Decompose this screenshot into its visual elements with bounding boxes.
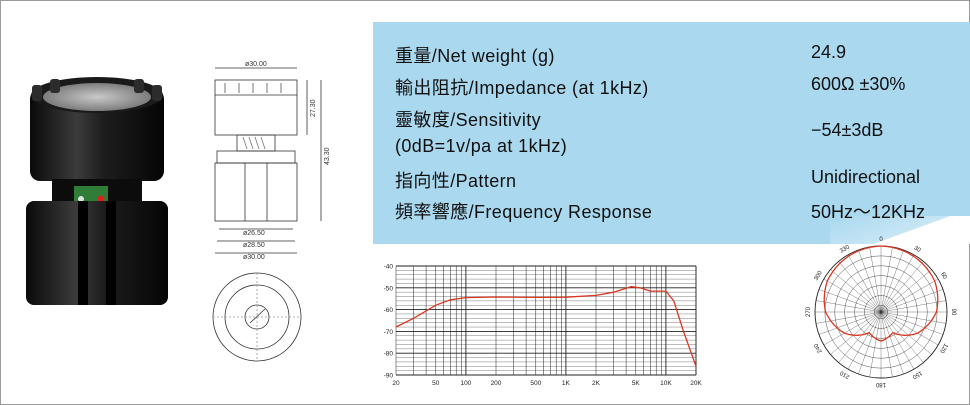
polar-spoke <box>880 261 924 313</box>
y-tick-label: -60 <box>384 307 394 314</box>
spec-label-frequency: 頻率響應/Frequency Response <box>395 202 653 222</box>
spec-value-frequency: 50Hz～12KHz <box>811 202 926 222</box>
spec-label-sensitivity: 靈敏度/Sensitivity <box>395 110 542 130</box>
polar-angle-label: 270 <box>806 306 812 317</box>
polar-spoke <box>815 300 882 313</box>
polar-spoke <box>815 311 882 324</box>
polar-response-curve <box>823 245 939 342</box>
y-tick-label: -50 <box>384 285 394 292</box>
polar-spoke <box>830 311 882 355</box>
y-tick-label: -80 <box>384 351 394 358</box>
polar-spoke <box>858 311 882 375</box>
dimension-drawings: ø30.00 27.30 43.30 ø26.50 ø28.50 ø30.00 <box>195 55 360 365</box>
polar-angle-label: 90 <box>950 309 956 316</box>
polar-spoke <box>880 311 904 375</box>
polar-spoke <box>880 289 944 313</box>
spec-value-pattern: Unidirectional <box>811 167 921 187</box>
polar-spoke <box>858 249 882 313</box>
x-tick-label: 20 <box>392 380 400 387</box>
y-tick-label: -70 <box>384 329 394 336</box>
polar-spoke <box>880 311 893 378</box>
spec-label-sensitivity-note: (0dB=1v/pa at 1kHz) <box>395 136 568 156</box>
polar-spoke <box>847 254 882 313</box>
x-tick-label: 500 <box>530 380 541 387</box>
x-tick-label: 20K <box>690 380 702 387</box>
polar-spoke <box>880 246 893 313</box>
polar-angle-label: 0 <box>879 237 883 243</box>
spec-label-pattern: 指向性/Pattern <box>395 171 517 191</box>
polar-angle-label: 240 <box>813 342 824 354</box>
polar-spoke <box>869 246 882 313</box>
polar-spoke <box>880 254 915 313</box>
microphone-cartridge-image <box>22 75 172 310</box>
polar-spoke <box>880 311 947 324</box>
spec-label-weight: 重量/Net weight (g) <box>395 46 555 66</box>
polar-pattern-chart: 0 30 60 90 120 150 180 210 240 270 300 330 <box>795 236 967 396</box>
polar-spoke <box>847 311 882 370</box>
dim-top-width: ø30.00 <box>245 61 267 68</box>
polar-spoke <box>880 249 904 313</box>
polar-spoke <box>880 311 932 355</box>
x-tick-label: 10K <box>660 380 672 387</box>
x-tick-label: 200 <box>491 380 502 387</box>
polar-spoke <box>880 278 939 313</box>
polar-angle-label: 300 <box>814 270 825 282</box>
x-tick-label: 2K <box>592 380 601 387</box>
polar-angle-label: 180 <box>875 381 886 387</box>
spec-value-sensitivity: −54±3dB <box>811 120 884 140</box>
x-tick-label: 50 <box>432 380 440 387</box>
specification-panel: 重量/Net weight (g) 24.9 輸出阻抗/Impedance (a… <box>373 22 970 244</box>
polar-spoke <box>880 311 924 363</box>
polar-angle-label: 150 <box>911 369 923 380</box>
x-tick-label: 1K <box>562 380 571 387</box>
dim-d1: ø26.50 <box>243 230 265 237</box>
y-tick-label: -90 <box>384 373 394 380</box>
x-tick-label: 5K <box>632 380 641 387</box>
dim-upper-height: 27.30 <box>310 99 317 117</box>
x-tick-label: 100 <box>460 380 471 387</box>
polar-angle-label: 210 <box>839 369 851 380</box>
polar-angle-label: 30 <box>913 245 922 254</box>
polar-spoke <box>818 311 882 335</box>
polar-spoke <box>869 311 882 378</box>
polar-spoke <box>838 261 882 313</box>
polar-spoke <box>823 278 882 313</box>
polar-spoke <box>830 269 882 313</box>
dim-d3: ø30.00 <box>243 254 265 261</box>
y-tick-label: -40 <box>384 264 394 271</box>
spec-value-weight: 24.9 <box>811 42 847 62</box>
response-curve-line <box>395 286 697 367</box>
polar-spoke <box>880 269 932 313</box>
polar-angle-label: 120 <box>938 342 949 354</box>
polar-angle-label: 330 <box>839 244 851 255</box>
polar-spoke <box>880 311 944 335</box>
polar-spoke <box>880 311 939 346</box>
polar-spoke <box>838 311 882 363</box>
dim-total-height: 43.30 <box>324 147 331 165</box>
panel-fold-decoration <box>830 216 970 244</box>
dim-d2: ø28.50 <box>243 242 265 249</box>
spec-label-impedance: 輸出阻抗/Impedance (at 1kHz) <box>395 78 649 98</box>
polar-spoke <box>823 311 882 346</box>
polar-spoke <box>880 311 915 370</box>
polar-spoke <box>818 289 882 313</box>
polar-spoke <box>880 300 947 313</box>
polar-angle-label: 60 <box>939 272 948 281</box>
spec-value-impedance: 600Ω ±30% <box>811 74 906 94</box>
